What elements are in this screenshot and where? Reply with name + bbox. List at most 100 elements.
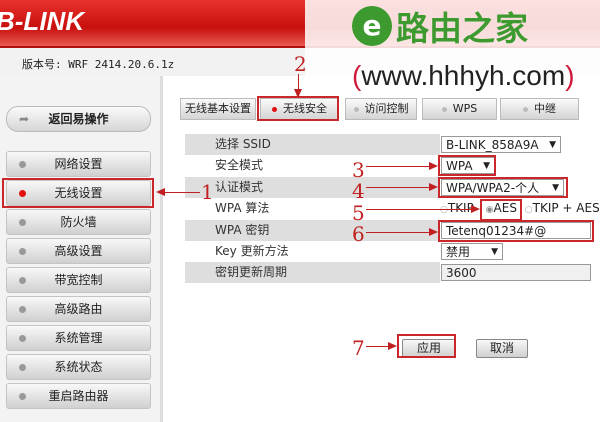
wpa-key-label: WPA 密钥 (185, 220, 440, 241)
auth-mode-select[interactable]: WPA/WPA2-个人 ▼ (441, 179, 564, 196)
bullet-icon (353, 106, 359, 112)
tab-label: 无线基本设置 (185, 102, 251, 115)
tab[interactable]: 访问控制 (345, 98, 417, 120)
sidebar-item-label: 高级设置 (54, 244, 103, 258)
annotation-6: 6 (352, 222, 365, 246)
tab-label: 访问控制 (364, 102, 409, 115)
security-mode-select[interactable]: WPA ▼ (441, 157, 495, 174)
security-mode-value: WPA (446, 159, 473, 173)
auth-mode-value: WPA/WPA2-个人 (446, 181, 540, 195)
tab-label: 无线安全 (283, 102, 327, 115)
arrow-3 (366, 162, 438, 170)
chevron-down-icon: ▼ (552, 183, 559, 193)
tab[interactable]: 中继 (500, 98, 579, 120)
bullet-icon (19, 364, 26, 371)
tab-label: WPS (452, 102, 478, 115)
arrow-6 (366, 228, 438, 236)
bullet-icon (523, 106, 528, 112)
back-arrow-icon: ➦ (19, 112, 30, 126)
arrow-4 (366, 183, 438, 191)
bullet-icon (19, 277, 26, 284)
key-update-label: Key 更新方法 (215, 244, 289, 258)
back-to-easy-button[interactable]: ➦ 返回易操作 (6, 106, 151, 132)
sidebar-divider (160, 76, 163, 422)
sidebar-item-label: 系统状态 (54, 360, 103, 374)
row-key-update: Key 更新方法 禁用 ▼ (185, 241, 600, 262)
annotation-2: 2 (294, 52, 307, 76)
key-update-select[interactable]: 禁用 ▼ (441, 243, 503, 260)
ssid-select[interactable]: B-LINK_858A9A ▼ (441, 136, 561, 153)
highlight-box-aes (480, 199, 522, 221)
divider (0, 46, 600, 48)
sidebar-item[interactable]: 重启路由器 (6, 383, 151, 409)
annotation-3: 3 (352, 158, 365, 182)
chevron-down-icon: ▼ (483, 161, 490, 171)
highlight-box-mode (438, 155, 496, 176)
tab-label: 中继 (534, 102, 556, 115)
chevron-down-icon: ▼ (491, 247, 498, 257)
sidebar-item[interactable]: 高级路由 (6, 296, 151, 322)
cancel-button[interactable]: 取消 (476, 339, 528, 358)
tab[interactable]: 无线基本设置 (180, 98, 256, 120)
arrowhead-icon (471, 205, 480, 213)
key-period-label: 密钥更新周期 (185, 262, 440, 283)
radio-tkip[interactable]: ○TKIP (440, 201, 474, 215)
bullet-icon (272, 106, 277, 112)
radio-tkip-aes[interactable]: ○TKIP + AES (524, 201, 600, 215)
arrowhead-icon (429, 228, 438, 236)
annotation-7: 7 (352, 336, 365, 360)
sidebar-item-label: 重启路由器 (48, 389, 109, 403)
watermark-icon: e (352, 6, 392, 46)
auth-mode-label: 认证模式 (185, 177, 440, 198)
arrowhead-icon (429, 162, 438, 170)
arrow-1 (156, 188, 200, 196)
bullet-icon (19, 219, 26, 226)
bullet-icon (19, 190, 26, 197)
bullet-icon (19, 393, 26, 400)
key-period-input[interactable]: 3600 (441, 264, 591, 281)
arrowhead-icon (388, 342, 397, 350)
back-label: 返回易操作 (48, 112, 109, 126)
sidebar-item[interactable]: 防火墙 (6, 209, 151, 235)
radio-aes-label: AES (493, 201, 517, 215)
arrow-2 (294, 74, 302, 98)
sidebar-item-label: 无线设置 (54, 186, 103, 200)
highlight-box-auth (438, 177, 568, 198)
arrowhead-icon (429, 183, 438, 191)
wpa-algo-label: WPA 算法 (215, 201, 270, 215)
bullet-icon (19, 248, 26, 255)
sidebar-item-label: 系统管理 (54, 331, 103, 345)
key-update-value: 禁用 (446, 245, 471, 259)
highlight-box-wireless (2, 178, 154, 208)
sidebar-item[interactable]: 系统状态 (6, 354, 151, 380)
sidebar-item[interactable]: 系统管理 (6, 325, 151, 351)
arrowhead-icon (156, 188, 165, 196)
wpa-key-input[interactable]: Tetenq01234#@ (441, 222, 591, 239)
highlight-box-apply (397, 334, 456, 358)
tab[interactable]: WPS (422, 98, 497, 120)
arrow-5 (366, 205, 480, 213)
sidebar-item[interactable]: 网络设置 (6, 151, 151, 177)
radio-tkip-label: TKIP (447, 201, 474, 215)
arrow-7 (366, 342, 397, 350)
brand-logo: B-LINK (0, 6, 85, 36)
annotation-5: 5 (352, 201, 365, 225)
watermark-url-text: www.hhhyh.com (361, 60, 566, 91)
arrowhead-icon (294, 89, 302, 98)
radio-tkip-aes-label: TKIP + AES (532, 201, 600, 215)
sidebar-item[interactable]: 无线设置 (6, 180, 151, 206)
highlight-box-key (438, 220, 594, 242)
sidebar-item-label: 防火墙 (60, 215, 97, 229)
sidebar-item[interactable]: 带宽控制 (6, 267, 151, 293)
annotation-4: 4 (352, 179, 365, 203)
sidebar-item-label: 高级路由 (54, 302, 103, 316)
sidebar-item[interactable]: 高级设置 (6, 238, 151, 264)
chevron-down-icon: ▼ (549, 140, 556, 150)
version-text: 版本号: WRF 2414.20.6.1z (22, 58, 175, 71)
radio-aes[interactable]: ◉AES (485, 201, 517, 215)
